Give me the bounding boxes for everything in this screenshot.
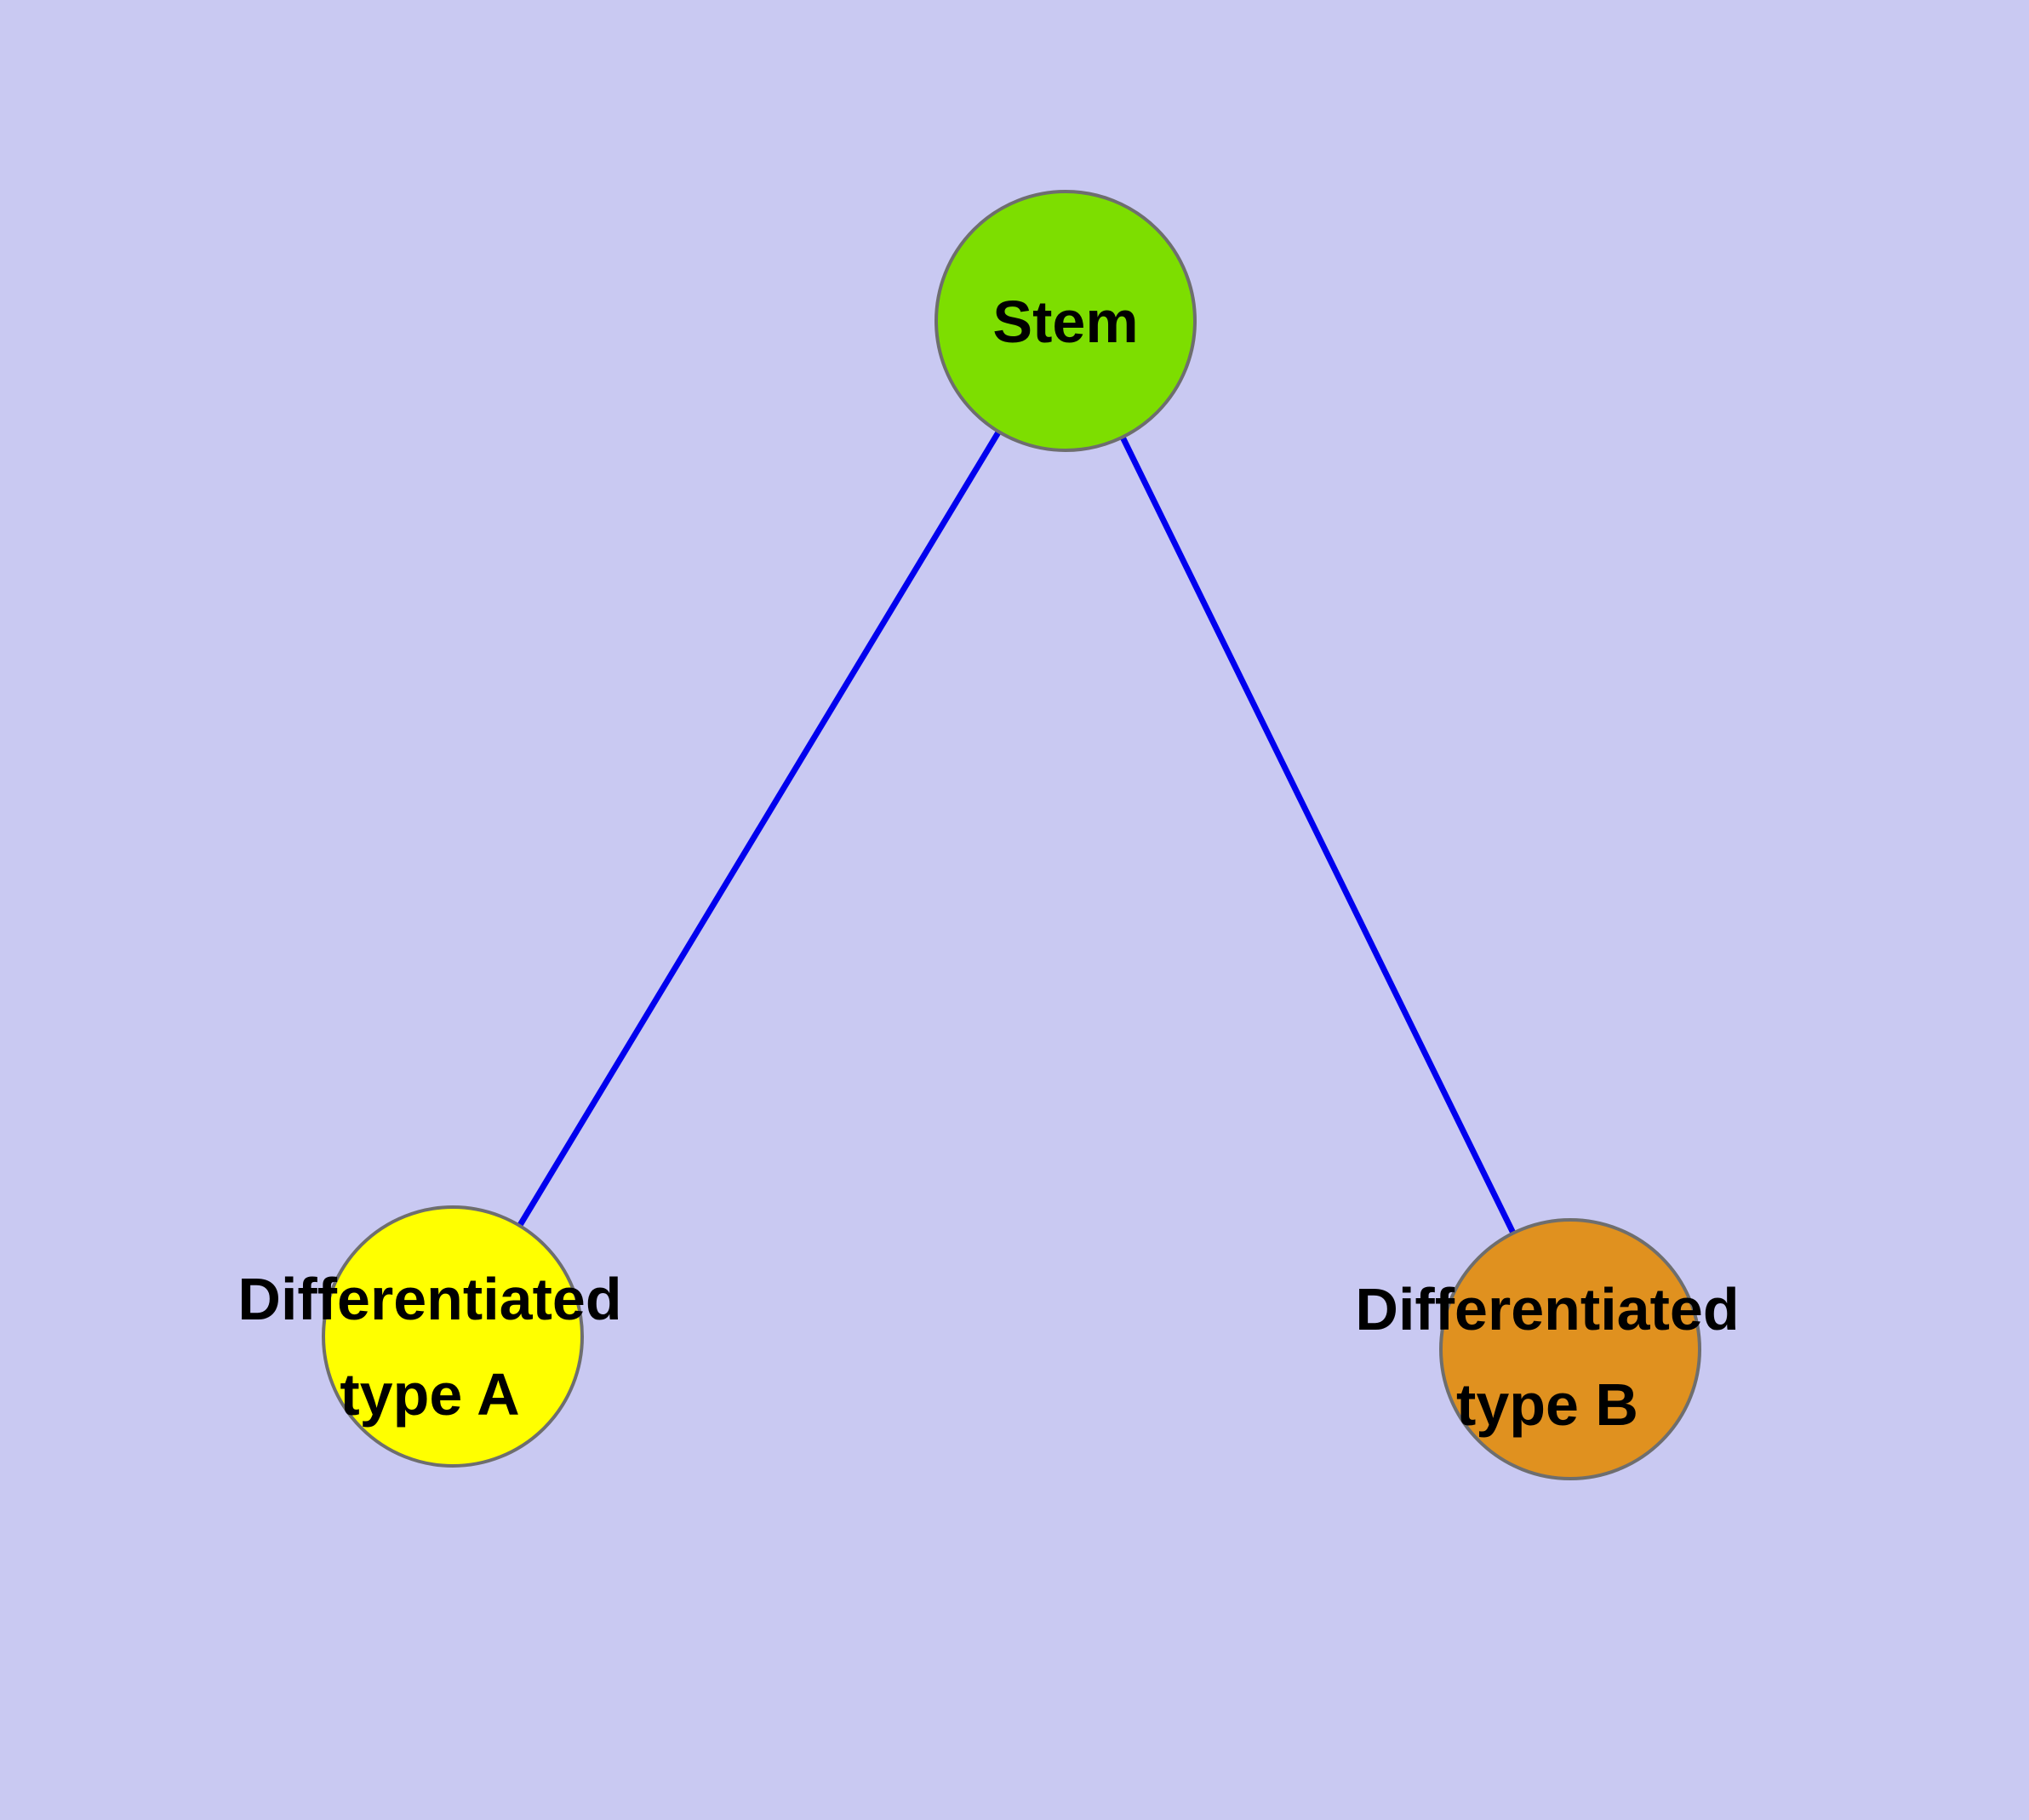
node-differentiated-type-a [322,1205,584,1468]
edge-stem-to-type-a [450,319,1068,1338]
stem-node-label: Stem [992,289,1138,355]
node-differentiated-type-b [1439,1218,1701,1480]
type-b-node-label-line2: type B [1456,1371,1638,1438]
edge-stem-to-type-b [1062,319,1574,1351]
node-stem [934,190,1197,452]
type-b-node-label-line1: Differentiated [1355,1276,1739,1342]
type-a-node-label-line2: type A [340,1361,519,1428]
type-a-node-label-line1: Differentiated [237,1266,621,1332]
